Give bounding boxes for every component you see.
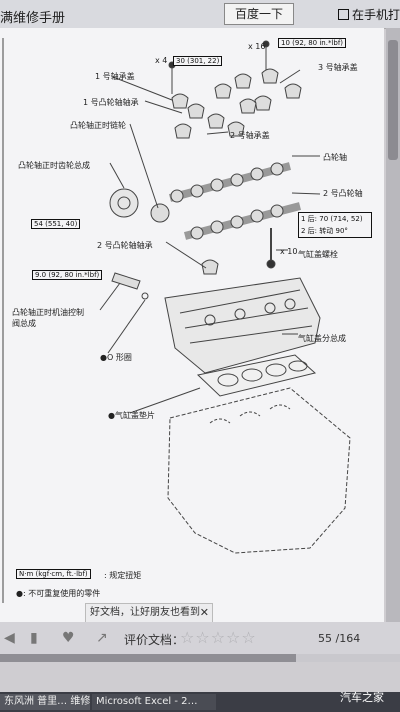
label-camshaft-bearing2: 2 号凸轮轴轴承 xyxy=(97,241,153,250)
legend-non-reusable-text: : 不可重复使用的零件 xyxy=(22,589,101,598)
legend-torque-text: : 规定扭矩 xyxy=(104,571,142,580)
head-gasket-text: 气缸盖垫片 xyxy=(114,411,155,420)
label-cap3: 3 号轴承盖 xyxy=(318,63,358,72)
label-cyl-head-assy: 气缸盖分总成 xyxy=(298,334,346,343)
share-icon[interactable]: ↗ xyxy=(96,630,108,646)
label-cam-timing-gear-assy: 凸轮轴正时齿轮总成 xyxy=(18,161,90,170)
engine-block-outline xyxy=(167,387,351,554)
torque-cap: 30 (301, 22) xyxy=(173,56,223,66)
x10-label: x 10 xyxy=(280,247,298,256)
bookmark-icon[interactable]: ▮ xyxy=(30,630,38,646)
open-in-phone-label: 在手机打开 xyxy=(352,8,400,22)
x4-label: x 4 xyxy=(155,56,168,65)
label-head-gasket: ●气缸盖垫片 xyxy=(108,410,155,421)
checkbox-icon[interactable] xyxy=(338,9,349,20)
bearing-caps-illustration xyxy=(168,40,302,139)
torque-head-bolt: 1 后: 70 (714, 52) 2 后: 转动 90° xyxy=(298,212,372,238)
vertical-scrollbar[interactable] xyxy=(386,28,400,622)
label-head-bolt: 气缸盖螺栓 xyxy=(298,250,338,259)
label-camshaft: 凸轮轴 xyxy=(323,153,347,162)
baidu-search-button[interactable]: 百度一下 xyxy=(224,3,294,25)
non-reusable-dot-icon: ● xyxy=(16,589,23,598)
label-camshaft2: 2 号凸轮轴 xyxy=(323,189,363,198)
x16-label: x 16 xyxy=(248,42,266,51)
label-camshaft-bearing1: 1 号凸轮轴轴承 xyxy=(83,98,139,107)
ocv-shape xyxy=(111,272,141,290)
page-current: 55 xyxy=(318,632,332,645)
os-taskbar: 东风洲 普里… 维修… Microsoft Excel - 2… xyxy=(0,692,400,712)
o-ring-text: O 形圈 xyxy=(106,353,132,362)
reading-progress-bar[interactable] xyxy=(0,654,400,662)
open-in-phone-button[interactable]: 在手机打开 xyxy=(338,6,400,23)
taskbar-item-manual[interactable]: 东风洲 普里… 维修… xyxy=(0,694,90,710)
label-o-ring: ●O 形圈 xyxy=(100,352,132,363)
cylinder-head-shape xyxy=(164,277,321,374)
scrollbar-thumb[interactable] xyxy=(388,40,398,160)
watermark: 汽车之家 xyxy=(340,691,384,704)
page-title: 满维修手册 xyxy=(0,11,66,26)
close-icon[interactable]: ✕ xyxy=(199,606,209,619)
torque-ocv: 9.0 (92, 80 in.*lbf) xyxy=(32,270,103,280)
share-text: 好文档，让好朋友也看到 xyxy=(90,607,200,618)
label-cap1: 1 号轴承盖 xyxy=(95,72,135,81)
legend-torque-box: N·m (kgf·cm, ft.·lbf) xyxy=(16,569,91,579)
camshaft-illustration xyxy=(168,162,302,240)
non-reusable-dot-icon: ● xyxy=(100,353,107,362)
torque-sprocket: 54 (551, 40) xyxy=(31,219,81,229)
share-popup[interactable]: 好文档，让好朋友也看到 ✕ xyxy=(85,603,213,623)
torque-cap2: 10 (92, 80 in.*lbf) xyxy=(278,38,347,48)
page-total: /164 xyxy=(335,632,361,645)
taskbar-item-excel[interactable]: Microsoft Excel - 2… xyxy=(92,694,216,710)
heart-icon[interactable]: ♥ xyxy=(62,630,75,646)
non-reusable-dot-icon: ● xyxy=(108,411,115,420)
label-cam-timing-sprocket: 凸轮轴正时链轮 xyxy=(70,121,126,130)
torque-head-step2: 2 后: 转动 90° xyxy=(301,227,348,235)
torque-head-step1: 1 后: 70 (714, 52) xyxy=(301,215,363,223)
back-icon[interactable]: ◀ xyxy=(4,630,15,646)
timing-gear-shape xyxy=(109,188,139,218)
rating-stars[interactable]: ☆☆☆☆☆ xyxy=(180,628,257,647)
engine-exploded-diagram xyxy=(2,38,351,603)
bottom-toolbar: ◀ ▮ ♥ ↗ 评价文档： ☆☆☆☆☆ 55 /164 xyxy=(0,622,400,654)
label-ocv-line1: 凸轮轴正时机油控制 xyxy=(12,308,84,317)
label-cap2: 2 号轴承盖 xyxy=(230,131,270,140)
page-number: 55 /164 xyxy=(318,632,360,645)
browser-top-bar: 满维修手册 百度一下 在手机打开 xyxy=(0,0,400,29)
legend-non-reusable: ●: 不可重复使用的零件 xyxy=(16,588,100,599)
rate-label: 评价文档： xyxy=(124,633,185,647)
label-ocv-line2: 阀总成 xyxy=(12,319,36,328)
reading-progress-fill xyxy=(0,654,296,662)
timing-sprocket-shape xyxy=(150,203,170,223)
